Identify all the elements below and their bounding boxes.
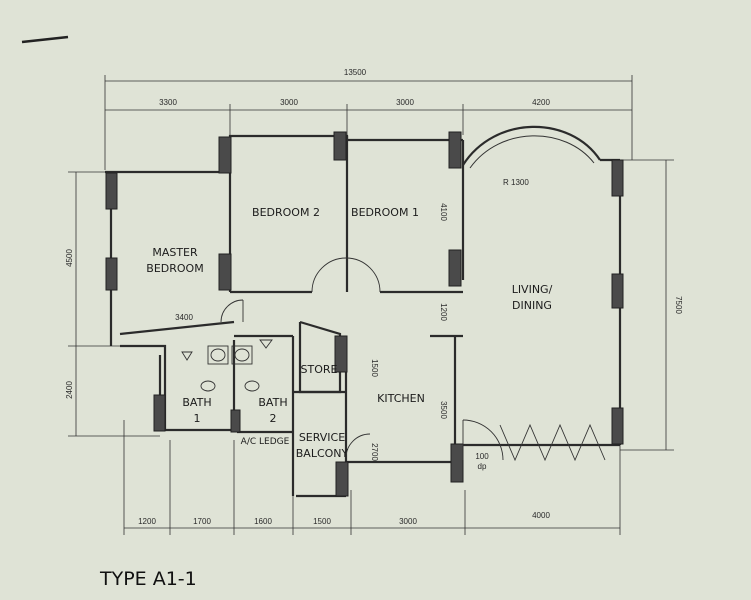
ac-ledge-label: A/C LEDGE [241,437,290,447]
bottom-dim-6: 4000 [532,511,550,520]
walls [105,125,622,498]
living-dining-label-line2: DINING [512,299,552,312]
bottom-dim-2: 1700 [193,517,211,526]
plan-type-title: TYPE A1-1 [99,568,197,590]
top-dim-3: 3000 [396,98,414,107]
bottom-dim-4: 1500 [313,517,331,526]
living-dining-label-line1: LIVING/ [512,283,553,296]
bath-fixtures [181,339,273,392]
top-dimension-lines [104,75,633,170]
left-dim-2: 2400 [65,381,74,399]
bath-1-label-line2: 1 [194,412,201,425]
master-width-label: 3400 [175,313,193,322]
bottom-dim-1: 1200 [138,517,156,526]
service-balcony-label-line1: SERVICE [299,431,345,444]
top-dim-4: 4200 [532,98,550,107]
bedroom-2-label: BEDROOM 2 [252,206,320,219]
bottom-dim-5: 3000 [399,517,417,526]
kitchen-label: KITCHEN [377,392,425,405]
structural-columns [105,131,624,497]
bottom-dimension-line [123,420,621,535]
right-dimension-line [620,159,674,451]
left-dim-1: 4500 [65,249,74,267]
balcony-dim-label: 2700 [370,443,379,461]
bath-2-label-line1: BATH [258,396,287,409]
top-dim-2: 3000 [280,98,298,107]
bedroom1-depth-label: 4100 [439,203,448,221]
store-label: STORE [301,363,338,376]
left-dimension-line [68,171,160,437]
corridor-label: 1200 [439,303,448,321]
corner-mark [21,35,69,44]
bedroom-1-label: BEDROOM 1 [351,206,419,219]
door-sub-label: dp [478,462,487,471]
door-width-label: 100 [475,452,489,461]
store-dim-label: 1500 [370,359,379,377]
bath-2-label-line2: 2 [270,412,277,425]
service-balcony-label-line2: BALCONY [296,447,349,460]
overall-width-label: 13500 [344,68,367,77]
bottom-dim-3: 1600 [254,517,272,526]
bath-1-label-line1: BATH [182,396,211,409]
doors [220,257,606,462]
master-bedroom-label-line2: BEDROOM [146,262,203,275]
master-bedroom-label-line1: MASTER [152,246,198,259]
right-dim: 7500 [674,296,683,314]
top-dim-1: 3300 [159,98,177,107]
kitchen-dim-label: 3500 [439,401,448,419]
bay-radius-label: R 1300 [503,178,529,187]
